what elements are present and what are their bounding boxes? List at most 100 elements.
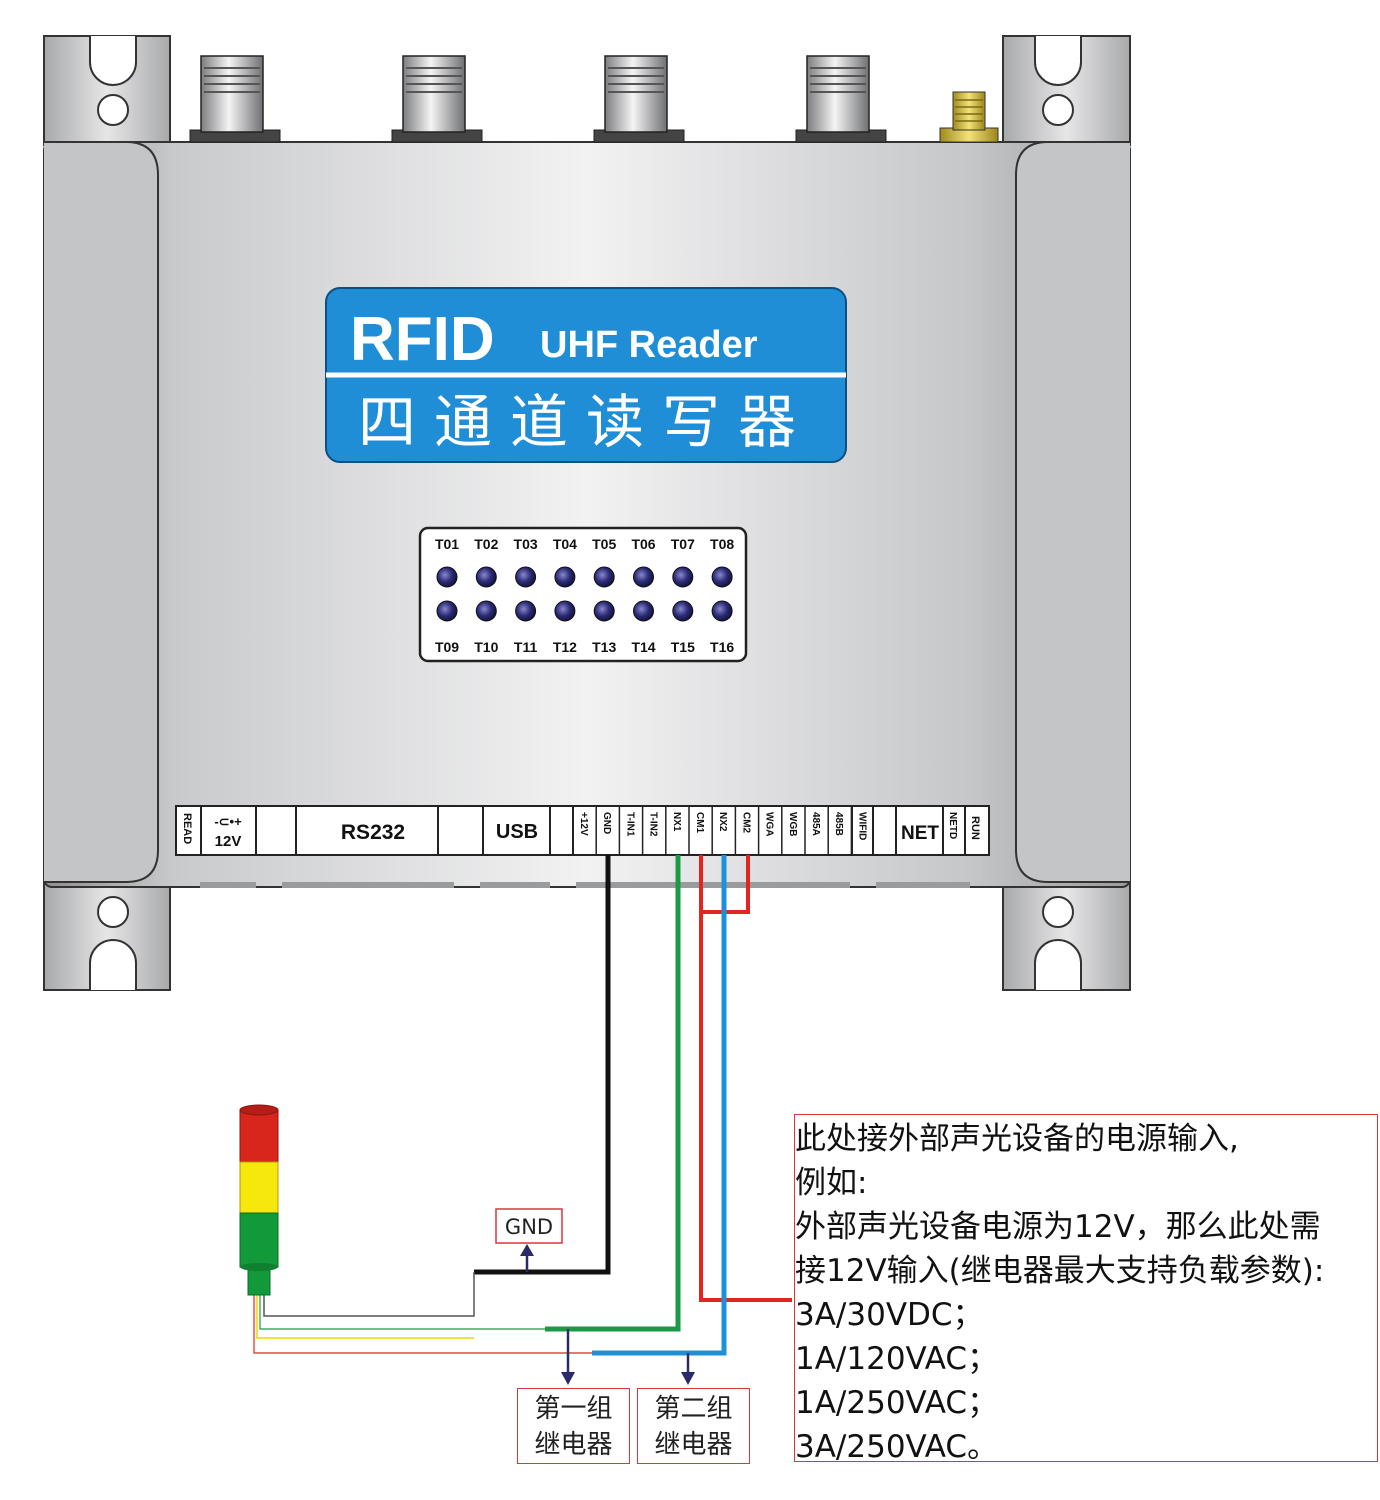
note-line: 此处接外部声光设备的电源输入,	[795, 1121, 1239, 1157]
terminal-pin-label: 485B	[833, 812, 844, 836]
led-label: T08	[710, 536, 734, 552]
note-line: 1A/250VAC；	[795, 1385, 999, 1421]
led-labels-top: T01 T02 T03 T04 T05 T06 T07 T08	[435, 536, 734, 552]
antenna-connector-2	[391, 55, 483, 143]
led-indicator	[711, 566, 733, 588]
led-label: T14	[631, 639, 655, 655]
mounting-ear-bottom-left	[43, 879, 171, 991]
pin-labels: +12V GND T-IN1 T-IN2 NX1 CM1 NX2 CM2 WGA WGB 485A 4…	[578, 812, 867, 840]
port-netd-label: NETD	[947, 812, 958, 839]
nx2-wire	[592, 855, 727, 1356]
led-indicator	[515, 600, 537, 622]
led-indicator	[593, 566, 615, 588]
led-indicator	[593, 600, 615, 622]
power-input-note: 此处接外部声光设备的电源输入, 例如: 外部声光设备电源为12V，那么此处需 接…	[794, 1114, 1378, 1465]
note-line: 1A/120VAC；	[795, 1341, 999, 1377]
terminal-pin-label: WGB	[787, 812, 798, 836]
wiring	[253, 855, 792, 1385]
cm-wire	[699, 912, 792, 1302]
antenna-connector-3	[593, 55, 685, 143]
led-label: T12	[553, 639, 577, 655]
led-label: T03	[514, 536, 538, 552]
antenna-connector-1	[189, 55, 281, 143]
tower-red-lead	[253, 1295, 592, 1354]
led-indicator	[554, 566, 576, 588]
relay-group-2-line1: 第二组	[654, 1394, 733, 1424]
led-panel: T01 T02 T03 T04 T05 T06 T07 T08 T09 T10 T11 T12 T13…	[418, 526, 748, 663]
terminal-pin-label: CM2	[740, 812, 751, 834]
port-strip: READ -⊂•+ 12V RS232 USB +12V GND T-IN1 T-IN…	[175, 805, 990, 856]
led-indicator	[633, 566, 654, 588]
terminal-pin-label: T-IN1	[624, 812, 635, 837]
note-line: 例如:	[795, 1165, 868, 1201]
led-indicator	[475, 600, 497, 622]
mounting-ear-top-right	[1002, 35, 1131, 146]
mounting-ear-bottom-right	[1002, 879, 1131, 991]
terminal-pin-label: WGA	[764, 812, 775, 836]
terminal-pin-label: 485A	[810, 812, 821, 836]
led-label: T04	[553, 536, 577, 552]
terminal-pin-label: T-IN2	[648, 812, 659, 837]
led-label: T01	[435, 536, 459, 552]
note-line: 3A/30VDC；	[795, 1297, 984, 1333]
terminal-pin-label: CM1	[694, 812, 705, 834]
note-line: 外部声光设备电源为12V，那么此处需	[795, 1209, 1321, 1245]
power-symbol-label: -⊂•+	[214, 814, 242, 829]
gnd-label-box	[495, 1208, 563, 1244]
logo-subtitle: UHF Reader	[540, 324, 758, 366]
led-label: T11	[514, 639, 538, 655]
logo-panel: RFID UHF Reader 四通道读写器	[325, 287, 847, 463]
stack-light-tower	[239, 1104, 279, 1296]
relay-group-1-line2: 继电器	[534, 1430, 613, 1460]
reader-body	[43, 141, 1131, 888]
led-label: T07	[671, 536, 695, 552]
led-indicators	[436, 566, 733, 622]
led-indicator	[672, 566, 694, 588]
relay-group-2-line2: 继电器	[654, 1430, 733, 1460]
gnd-wire	[474, 855, 611, 1275]
note-line: 接12V输入(继电器最大支持负载参数):	[795, 1253, 1325, 1289]
led-indicator	[436, 600, 458, 622]
port-net-label: NET	[901, 823, 939, 844]
gnd-label: GND	[505, 1215, 553, 1239]
port-rs232-label: RS232	[341, 821, 405, 844]
port-run-label: RUN	[969, 816, 981, 840]
tower-green-lead	[259, 1295, 545, 1330]
note-line: 3A/250VAC。	[795, 1429, 999, 1465]
nx1-wire	[545, 855, 681, 1332]
logo-chinese: 四通道读写器	[358, 388, 814, 456]
terminal-pin-label: NX1	[671, 812, 682, 832]
port-12v-label: 12V	[215, 833, 242, 850]
led-label: T05	[592, 536, 616, 552]
led-label: T09	[435, 639, 459, 655]
led-indicator	[672, 600, 694, 622]
wifi-antenna-connector	[939, 91, 999, 143]
led-indicator	[554, 600, 576, 622]
tower-gray-lead	[263, 1272, 475, 1317]
led-labels-bottom: T09 T10 T11 T12 T13 T14 T15 T16	[435, 639, 734, 655]
led-indicator	[475, 566, 497, 588]
led-indicator	[711, 600, 733, 622]
led-label: T10	[474, 639, 498, 655]
relay-group-1-line1: 第一组	[534, 1394, 613, 1424]
led-indicator	[515, 566, 537, 588]
relay-group-2-label: 第二组 继电器	[637, 1388, 750, 1464]
mounting-ear-top-left	[43, 35, 171, 146]
terminal-pin-label: GND	[601, 812, 612, 834]
tower-yellow-lead	[256, 1295, 474, 1339]
logo-title: RFID	[350, 305, 495, 374]
led-label: T02	[474, 536, 498, 552]
led-indicator	[633, 600, 654, 622]
terminal-pin-label: NX2	[717, 812, 728, 832]
port-read-label: READ	[181, 813, 193, 844]
led-label: T06	[631, 536, 655, 552]
port-usb-label: USB	[496, 821, 538, 843]
antenna-connector-4	[795, 55, 887, 143]
terminal-pin-label: WIFID	[856, 812, 867, 840]
relay-group-1-label: 第一组 继电器	[517, 1388, 630, 1464]
led-label: T16	[710, 639, 734, 655]
led-label: T15	[671, 639, 695, 655]
led-label: T13	[592, 639, 616, 655]
terminal-pin-label: +12V	[578, 812, 589, 836]
